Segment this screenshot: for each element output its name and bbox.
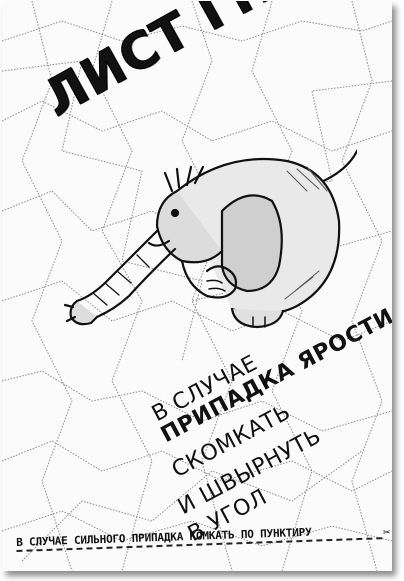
anger-sheet: ЛИСТ ГНЕВА — [2, 1, 392, 571]
scissors-icon: ✂ — [382, 524, 391, 540]
elephant-illustration — [63, 149, 357, 329]
